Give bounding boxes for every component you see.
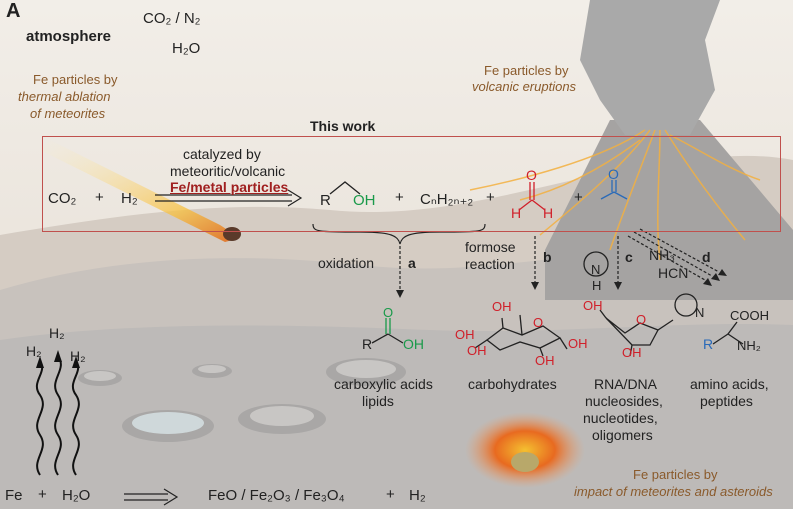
formaldehyde-h1: H [511, 205, 522, 221]
h2-label-3: H₂ [70, 348, 86, 364]
alcohol-structure [329, 181, 361, 195]
atmosphere-water: H₂O [172, 40, 201, 57]
impact-line2: impact of meteorites and asteroids [574, 484, 773, 499]
plus-3: + [486, 189, 495, 206]
amino-acid-structure [712, 321, 744, 345]
pathway-d-hcn: HCN [658, 265, 689, 281]
catalyst-line1: catalyzed by [183, 146, 261, 162]
pathway-b-letter: b [543, 249, 552, 265]
sugar-oh-3: OH [467, 343, 487, 358]
rna-line3: nucleotides, [583, 410, 658, 426]
amino-nh2: NH₂ [737, 338, 761, 353]
impact-line1: Fe particles by [633, 467, 718, 482]
catalyst-line2: meteoritic/volcanic [170, 163, 286, 179]
acetaldehyde-structure [600, 180, 628, 200]
ash-plume [580, 0, 720, 135]
bottom-arrow [124, 488, 179, 506]
plus-2: + [395, 189, 404, 206]
meteor-trail [40, 140, 240, 242]
eq-plus-2: + [386, 486, 395, 503]
reactant-h2: H₂ [121, 190, 138, 207]
panel-label: A [6, 0, 21, 22]
atmosphere-gases: CO₂ / N₂ [143, 10, 201, 27]
carbohydrate-structure [474, 314, 568, 357]
h2-waves [35, 355, 80, 476]
atmosphere-label: atmosphere [26, 28, 112, 45]
h2-label-1: H₂ [49, 325, 65, 341]
formaldehyde-structure [518, 182, 546, 211]
carboxylic-acid-structure [371, 318, 404, 344]
rna-line1: RNA/DNA [594, 376, 658, 392]
nucleoside-oh: OH [622, 345, 642, 360]
amine-n: N [591, 262, 601, 277]
pathway-b-label-line2: reaction [465, 256, 515, 272]
catalyst-line3: Fe/metal particles [170, 179, 289, 195]
sugar-oh-4: OH [535, 353, 555, 368]
volcanic-line2: volcanic eruptions [472, 79, 577, 94]
amino-line2: peptides [700, 393, 753, 409]
nucleoside-o-ring: O [636, 312, 647, 327]
alcohol-oh: OH [353, 192, 376, 209]
pathway-arrows [399, 228, 720, 290]
acid-oh: OH [403, 336, 424, 352]
nucleoside-ho: OH [583, 298, 603, 313]
h2-label-2: H₂ [26, 343, 42, 359]
rna-line4: oligomers [592, 427, 653, 443]
pathway-a-label: oxidation [318, 255, 375, 271]
volcanic-line1: Fe particles by [484, 63, 569, 78]
amino-r: R [703, 336, 714, 352]
formaldehyde-h2: H [543, 205, 554, 221]
acid-o: O [383, 305, 394, 320]
volcano [545, 120, 793, 300]
carbs-line1: carbohydrates [468, 376, 557, 392]
alcohol-r: R [320, 192, 331, 209]
reactant-co2: CO₂ [48, 190, 77, 207]
eq-plus-1: + [38, 486, 47, 503]
amino-cooh: COOH [730, 308, 769, 323]
rna-line2: nucleosides, [585, 393, 663, 409]
meteor [223, 227, 241, 241]
pathway-b-label-line1: formose [465, 239, 516, 255]
eq-products: FeO / Fe₂O₃ / Fe₃O₄ [208, 487, 345, 504]
this-work-box [42, 136, 781, 232]
amino-line1: amino acids, [690, 376, 769, 392]
eq-fe: Fe [5, 487, 23, 504]
acids-line1: carboxylic acids [334, 376, 433, 392]
ablation-line2: thermal ablation [18, 89, 111, 104]
plus-4: + [574, 189, 583, 206]
nucleoside-n: N [695, 305, 705, 320]
pathway-d-nh3: NH₃ [649, 247, 675, 263]
ablation-line1: Fe particles by [33, 72, 118, 87]
sugar-o-ring: O [533, 315, 544, 330]
acids-line2: lipids [362, 393, 394, 409]
pathway-c-letter: c [625, 249, 633, 265]
formaldehyde-o: O [526, 167, 537, 183]
sugar-oh-5: OH [568, 336, 588, 351]
eq-h2: H₂ [409, 487, 426, 504]
pathway-a-letter: a [408, 255, 416, 271]
sugar-oh-2: OH [455, 327, 475, 342]
pathway-d-letter: d [702, 249, 711, 265]
plus-1: + [95, 189, 104, 206]
amine-h: H [592, 278, 602, 293]
ablation-line3: of meteorites [30, 106, 106, 121]
catalysis-arrow [155, 189, 303, 207]
sugar-oh-1: OH [492, 299, 512, 314]
impact-glow [465, 412, 585, 488]
amine-ring [583, 251, 609, 277]
nucleoside-structure [599, 293, 698, 357]
this-work-title: This work [310, 118, 376, 134]
acetaldehyde-o: O [608, 166, 619, 182]
eq-h2o: H₂O [62, 487, 91, 504]
acid-r: R [362, 336, 373, 352]
alkane-product: CₙH₂ₙ₊₂ [420, 191, 474, 208]
